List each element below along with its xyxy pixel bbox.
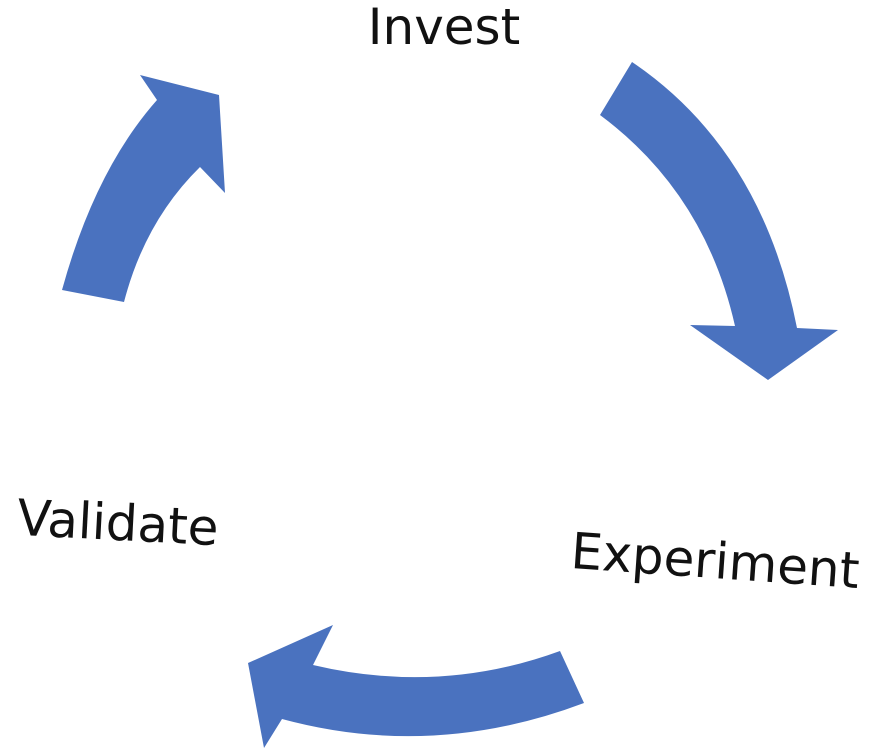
stage-label-invest: Invest (368, 0, 520, 56)
stage-label-experiment: Experiment (569, 522, 861, 600)
arrow-validate-to-invest (62, 75, 225, 302)
stage-label-validate: Validate (16, 489, 220, 557)
arrow-invest-to-experiment (600, 62, 838, 380)
arrow-experiment-to-validate (248, 625, 584, 748)
